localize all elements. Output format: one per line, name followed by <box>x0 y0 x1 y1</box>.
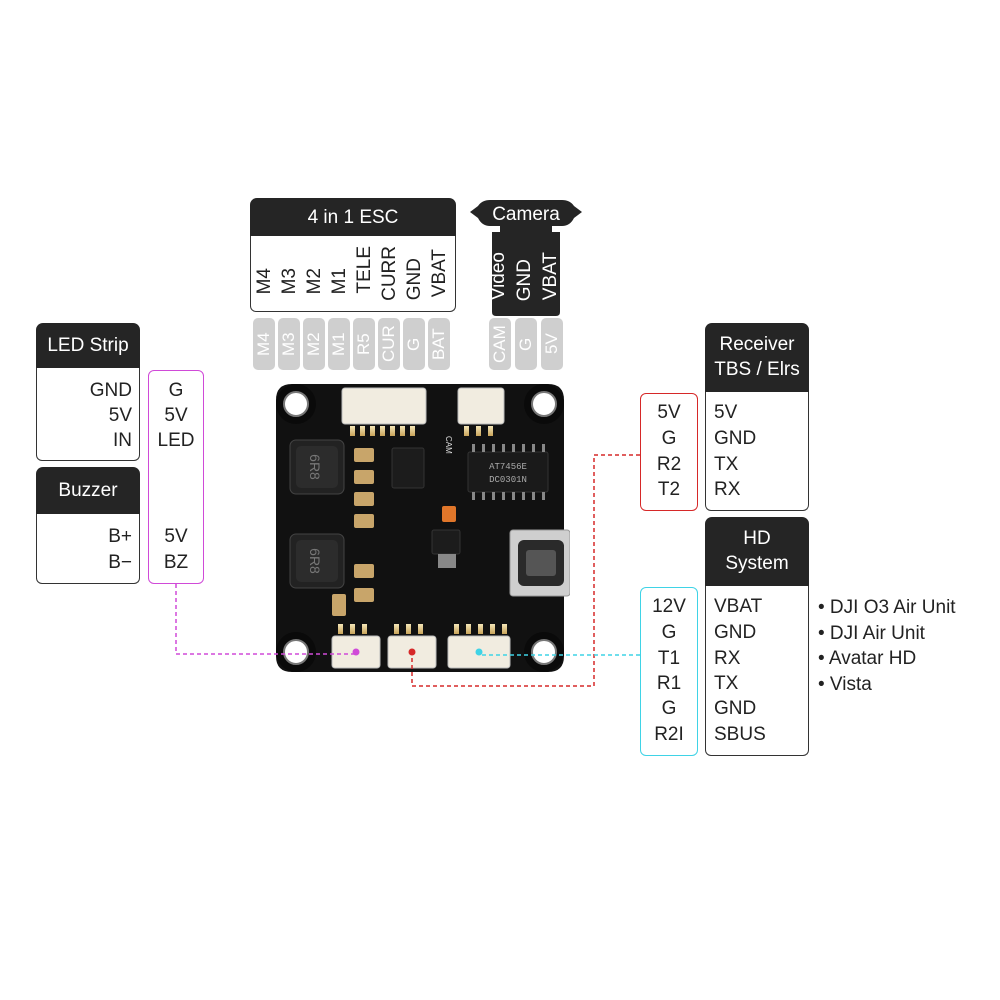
hd-pin-vbat: VBAT <box>714 596 763 617</box>
led-strip-pin-5v: 5V <box>108 405 132 426</box>
led-strip-pin-in: IN <box>113 430 132 451</box>
buzzer-pin-bplus: B+ <box>108 526 132 547</box>
hd-pad-12v: 12V <box>652 596 686 617</box>
esc-pad-cur: CUR <box>378 318 400 370</box>
hd-pad-r2i: R2I <box>654 724 684 745</box>
hd-pin-sbus: SBUS <box>714 724 766 745</box>
esc-pad-m3: M3 <box>278 318 300 370</box>
buzzer-pad-5v: 5V <box>164 526 188 547</box>
compatible-dji-o3: • DJI O3 Air Unit <box>818 597 956 618</box>
esc-pad-m2: M2 <box>303 318 325 370</box>
hd-pad-g-2: G <box>661 698 677 719</box>
hd-pin-gnd-1: GND <box>714 622 757 643</box>
esc-pin-panel <box>250 236 456 312</box>
hd-system-title-line1: HD <box>743 528 771 549</box>
receiver-title-line2: TBS / Elrs <box>714 359 800 380</box>
silk-cam: CAM <box>444 436 453 454</box>
mounting-holes <box>276 384 564 672</box>
receiver-header: Receiver TBS / Elrs <box>705 323 809 393</box>
led-strip-panel <box>36 368 140 461</box>
camera-pad-5v: 5V <box>541 318 563 370</box>
compatible-dji-air-unit: • DJI Air Unit <box>818 622 925 644</box>
led-pad-5v: 5V <box>164 405 188 426</box>
esc-pad-m1: M1 <box>328 318 350 370</box>
inductor-label-2: 6R8 <box>307 548 323 574</box>
esc-title: 4 in 1 ESC <box>307 207 399 228</box>
receiver-pad-g: G <box>661 428 677 449</box>
led-strip-pin-gnd: GND <box>89 380 132 401</box>
led-strip-title: LED Strip <box>47 335 129 356</box>
receiver-pad-r2: R2 <box>656 454 682 475</box>
receiver-pin-gnd: GND <box>714 428 757 449</box>
compatible-avatar-hd: • Avatar HD <box>818 648 917 669</box>
led-strip-header: LED Strip <box>36 323 140 369</box>
camera-pad-cam: CAM <box>489 318 511 370</box>
hd-pin-tx: TX <box>714 673 739 694</box>
led-pad-g: G <box>168 380 184 401</box>
esc-header: 4 in 1 ESC <box>250 198 456 238</box>
esc-pad-r5: R5 <box>353 318 375 370</box>
buzzer-panel <box>36 514 140 584</box>
chip-label-2: DC0301N <box>489 475 527 485</box>
buzzer-pad-bz: BZ <box>163 552 189 573</box>
led-buzzer-pad-box <box>148 370 204 584</box>
hd-system-title-line2: System <box>725 553 789 574</box>
buzzer-header: Buzzer <box>36 467 140 515</box>
buzzer-pin-bminus: B− <box>108 552 132 573</box>
led-pad-led: LED <box>157 430 195 451</box>
esc-pad-m4: M4 <box>253 318 275 370</box>
buzzer-title: Buzzer <box>58 480 118 501</box>
camera-pad-g: G <box>515 318 537 370</box>
inductor-label-1: 6R8 <box>307 454 323 480</box>
receiver-pin-tx: TX <box>714 454 739 475</box>
receiver-panel <box>705 392 809 511</box>
esc-pad-g: G <box>403 318 425 370</box>
hd-pad-r1: R1 <box>656 673 682 694</box>
hd-pad-g-1: G <box>661 622 677 643</box>
hd-system-header: HD System <box>705 517 809 587</box>
esc-pad-bat: BAT <box>428 318 450 370</box>
hd-pin-gnd-2: GND <box>714 698 757 719</box>
hd-pad-box <box>640 587 698 756</box>
hd-pad-t1: T1 <box>657 648 681 669</box>
hd-compatible-list: • DJI O3 Air Unit • DJI Air Unit • Avata… <box>818 595 956 697</box>
camera-title: Camera <box>492 204 560 225</box>
receiver-pad-box <box>640 393 698 511</box>
receiver-pin-rx: RX <box>714 479 741 500</box>
receiver-pad-t2: T2 <box>657 479 681 500</box>
flight-controller-board: 6R8 6R8 AT7456E DC0301N CAM <box>276 384 570 672</box>
chip-label-1: AT7456E <box>489 462 527 472</box>
receiver-title-line1: Receiver <box>719 334 795 355</box>
hd-pin-rx: RX <box>714 648 741 669</box>
receiver-pad-5v: 5V <box>657 402 681 423</box>
camera-icon-shape <box>470 200 582 316</box>
hd-system-panel <box>705 586 809 756</box>
compatible-vista: • Vista <box>818 673 872 695</box>
receiver-pin-5v: 5V <box>714 402 738 423</box>
